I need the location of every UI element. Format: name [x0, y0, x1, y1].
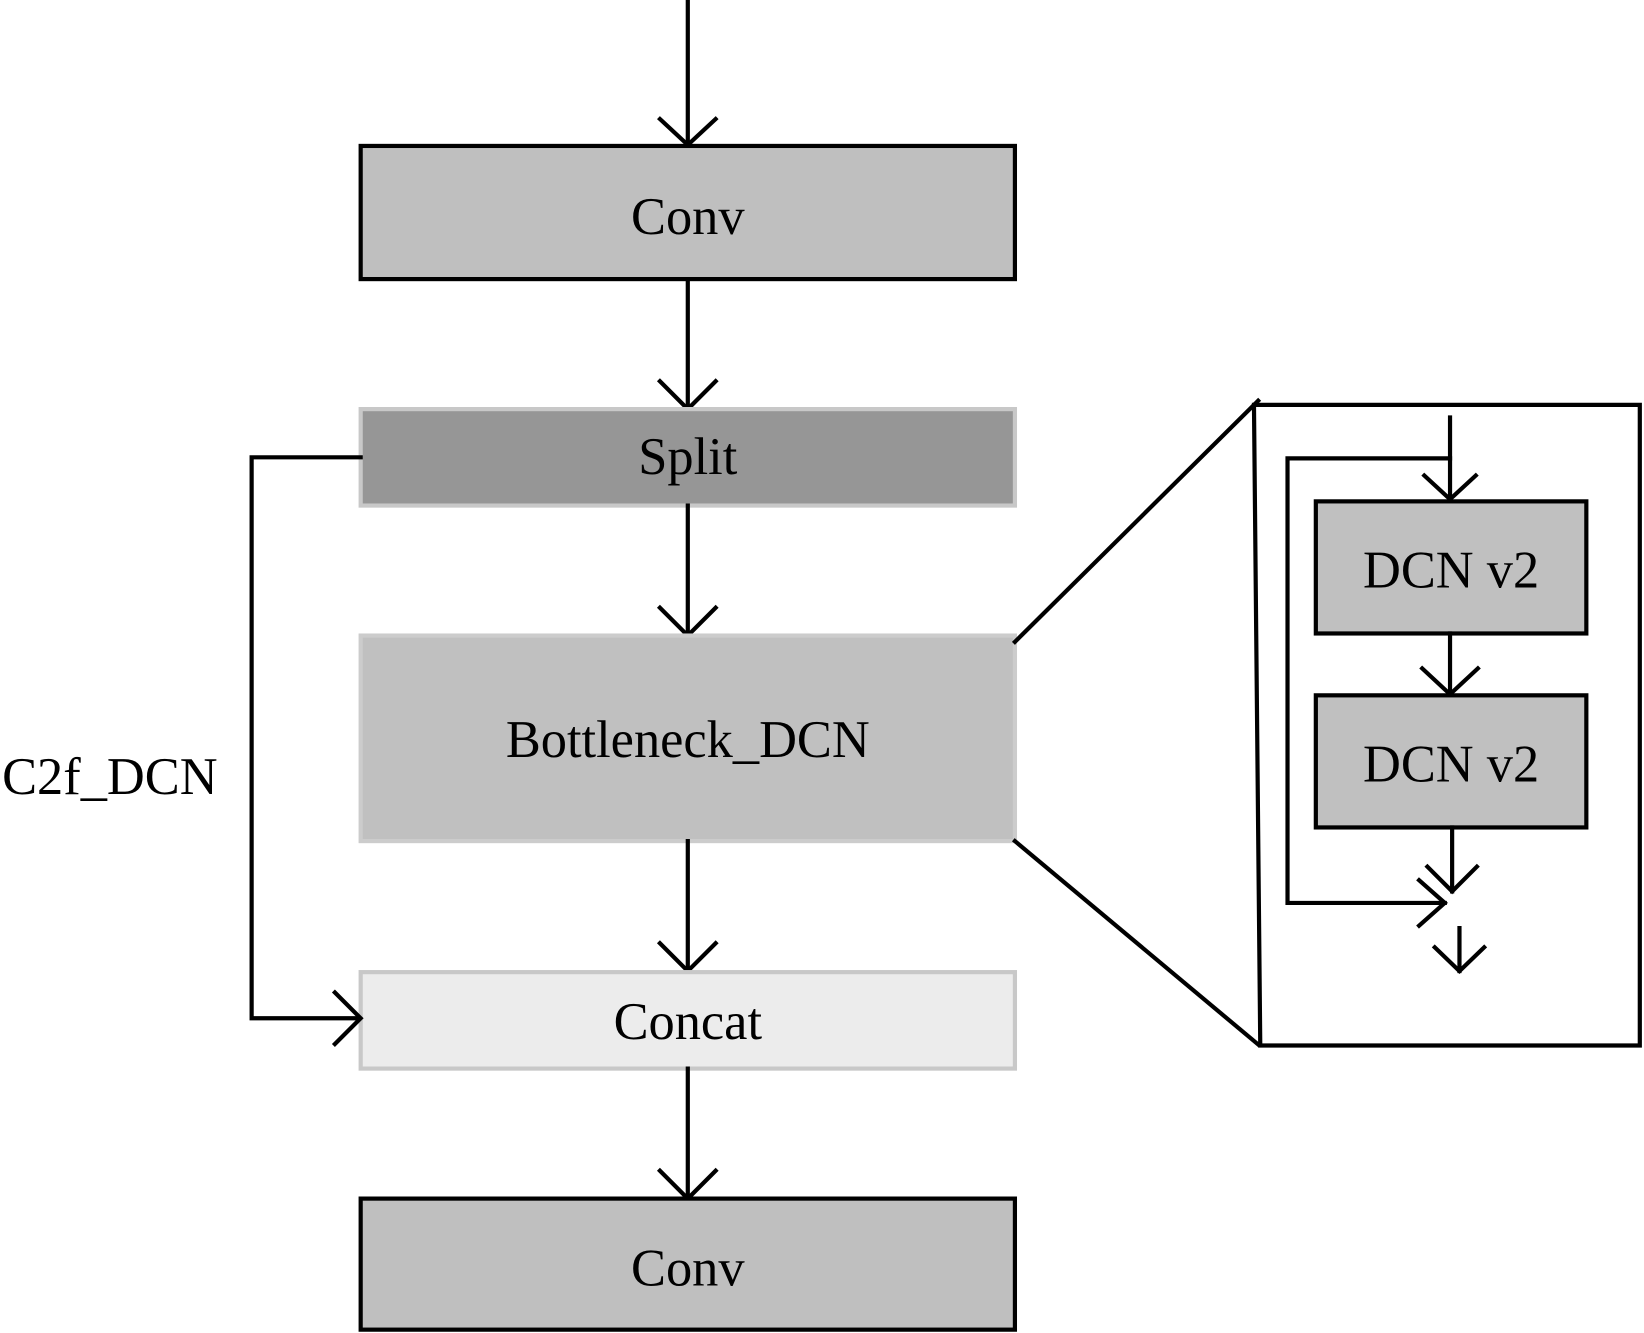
bottleneck-dcn-block: Bottleneck_DCN: [358, 633, 1018, 844]
zoom-callout-lines: [1011, 397, 1262, 1048]
conv-top-block: Conv: [358, 143, 1018, 282]
conv-bottom-block: Conv: [358, 1196, 1018, 1332]
split-to-bottleneck-arrow: [656, 503, 719, 639]
concat-block: Concat: [358, 970, 1018, 1071]
dcn-v2-label-2: DCN v2: [1363, 735, 1539, 793]
conv-bottom-label: Conv: [631, 1240, 745, 1298]
skip-connection-arrow: [249, 455, 364, 1048]
dcn-v2-block-2: DCN v2: [1313, 693, 1589, 830]
concat-to-conv-arrow: [656, 1066, 719, 1202]
dcn-v2-block-1: DCN v2: [1313, 499, 1589, 636]
bottleneck-dcn-label: Bottleneck_DCN: [506, 711, 870, 769]
conv-to-split-arrow: [656, 276, 719, 413]
bottleneck-to-concat-arrow: [656, 838, 719, 975]
bottleneck-detail-panel: DCN v2 DCN v2: [1251, 402, 1642, 1048]
dcn-v2-label-1: DCN v2: [1363, 541, 1539, 599]
split-label: Split: [638, 428, 737, 486]
split-block: Split: [358, 407, 1018, 508]
input-arrow: [657, 0, 719, 148]
module-name-label: C2f_DCN: [2, 748, 217, 806]
concat-label: Concat: [614, 993, 763, 1051]
conv-top-label: Conv: [631, 188, 745, 246]
